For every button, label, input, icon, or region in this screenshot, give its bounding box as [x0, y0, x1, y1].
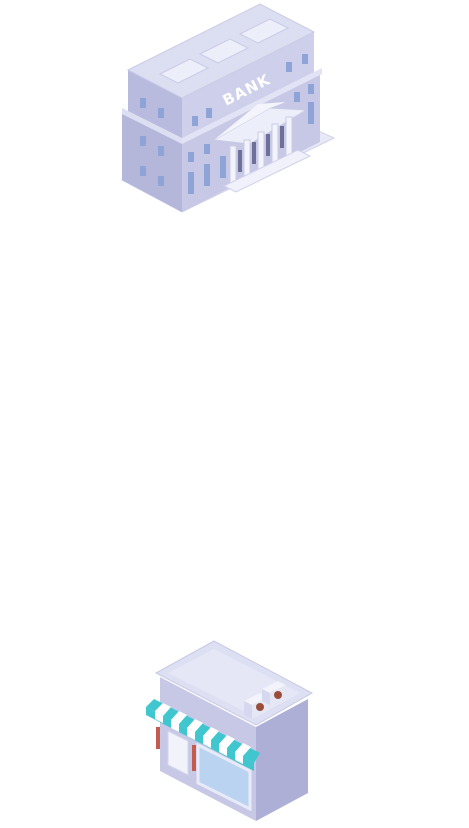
- shop-right-face: [256, 699, 308, 821]
- bank-skylight-1: [158, 58, 210, 84]
- bank-skylight-3: [238, 18, 290, 44]
- bank-illustration: BANK: [120, 3, 336, 213]
- bank-upper-left-face: [128, 70, 182, 142]
- bank-portico-doors: [238, 126, 284, 172]
- bank-skylight-2: [198, 38, 250, 64]
- bank-cornice-right: [182, 68, 322, 144]
- bank-lower-right-windows: [188, 84, 314, 194]
- bank-lower-left-face: [122, 112, 182, 212]
- shop-door: [167, 730, 189, 776]
- shop-post-right: [192, 745, 196, 771]
- bank-portico-steps: [222, 149, 312, 193]
- bank-upper-right-windows: [192, 54, 308, 126]
- bank-building: BANK: [110, 0, 340, 220]
- bank-cornice-left: [122, 108, 182, 144]
- shop-window: [196, 742, 252, 812]
- bank-upper-right-face: [182, 32, 314, 142]
- shop-awning: [146, 699, 260, 771]
- bank-portico-columns: [229, 116, 293, 187]
- shop-building: [138, 635, 318, 825]
- shop-post-left: [156, 727, 160, 749]
- bank-upper-left-windows: [140, 98, 164, 186]
- shop-illustration: [146, 640, 314, 821]
- shop-ac-unit-2: [262, 681, 286, 705]
